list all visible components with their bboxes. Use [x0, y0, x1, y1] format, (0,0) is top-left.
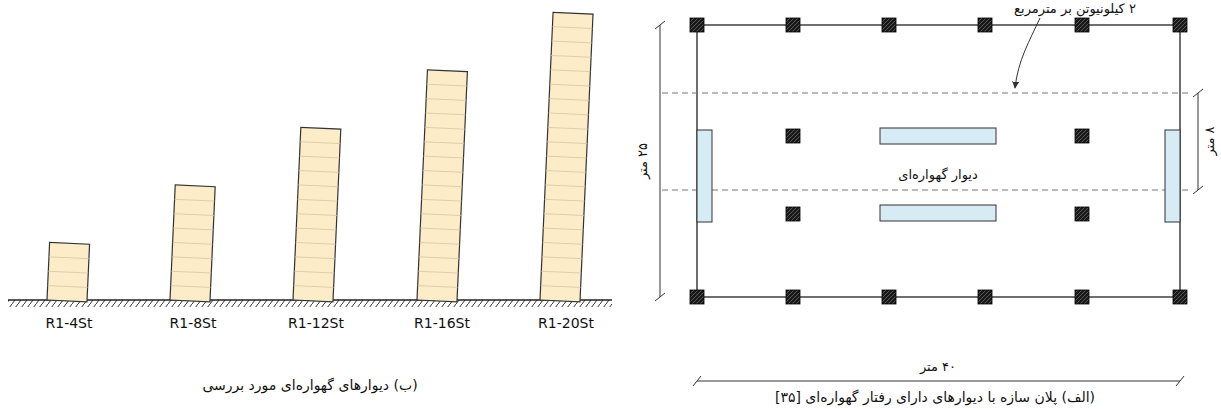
caption: (ب) دیوارهای گهواره‌ای مورد بررسی [200, 377, 419, 393]
load-label: ۲ کیلونیوتن بر مترمربع [1012, 2, 1138, 17]
column [1075, 207, 1089, 221]
column [978, 18, 992, 32]
rocking-wall-plan [697, 128, 1180, 222]
wall-label: R1-8St [168, 315, 219, 331]
column [690, 290, 704, 304]
wall-label: R1-12St [286, 315, 346, 331]
dimension-label: ۲۵ متر [636, 141, 651, 181]
column [1075, 129, 1089, 143]
rocking-wall [170, 185, 215, 302]
caption: (الف) پلان سازه با دیوارهای دارای رفتار … [773, 389, 1097, 405]
rocking-wall [417, 70, 467, 302]
tributary-line [662, 190, 1192, 191]
column [786, 207, 800, 221]
rocking-wall [293, 127, 341, 301]
plan [655, 18, 1203, 386]
column [1075, 290, 1089, 304]
rocking-wall [540, 12, 593, 302]
column [882, 290, 896, 304]
dimension-line [655, 21, 665, 301]
load-arrow [1015, 18, 1040, 88]
plan-outline [697, 25, 1180, 297]
column [786, 290, 800, 304]
column [786, 129, 800, 143]
column [1075, 18, 1089, 32]
column [1173, 290, 1187, 304]
column [882, 18, 896, 32]
dimension-label: ۴۰ متر [918, 360, 958, 375]
rocking-wall [47, 242, 90, 301]
tributary-line [662, 93, 1192, 94]
column [1173, 18, 1187, 32]
column [690, 18, 704, 32]
wall-label: R1-20St [536, 315, 596, 331]
column [786, 18, 800, 32]
wall-callout: دیوار گهواره‌ای [896, 168, 980, 183]
columns [690, 18, 1187, 304]
wall-label: R1-16St [412, 315, 472, 331]
dimension-label: ۸ متر [1203, 124, 1218, 157]
dimension-line [693, 376, 1184, 386]
dimension-line [1193, 89, 1203, 194]
wall-label: R1-4St [44, 315, 95, 331]
rocking-walls [47, 12, 593, 302]
column [978, 290, 992, 304]
